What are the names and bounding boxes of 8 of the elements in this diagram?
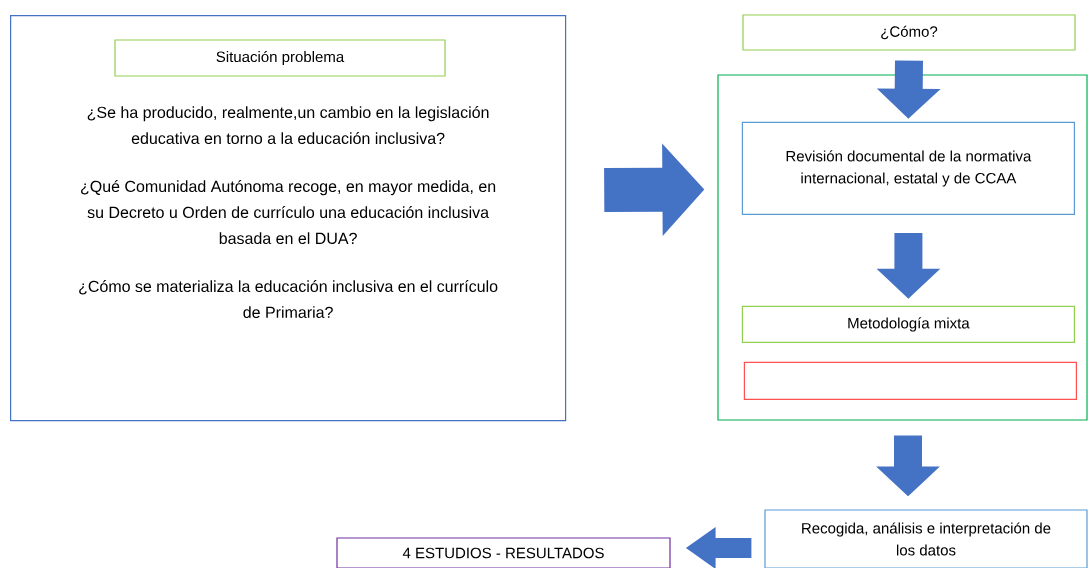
process-box: 4 ESTUDIOS - RESULTADOS: [336, 537, 671, 568]
process-box: Recogida, análisis e interpretación de los datos: [764, 509, 1088, 568]
empty-box: [743, 361, 1077, 400]
group-box: [717, 74, 1088, 421]
heading-box: Situación problema: [114, 39, 446, 77]
process-box: Revisión documental de la normativa internacional, estatal y de CCAA: [741, 121, 1075, 215]
process-box: ¿Cómo?: [742, 14, 1076, 51]
process-box: Metodología mixta: [741, 305, 1075, 343]
